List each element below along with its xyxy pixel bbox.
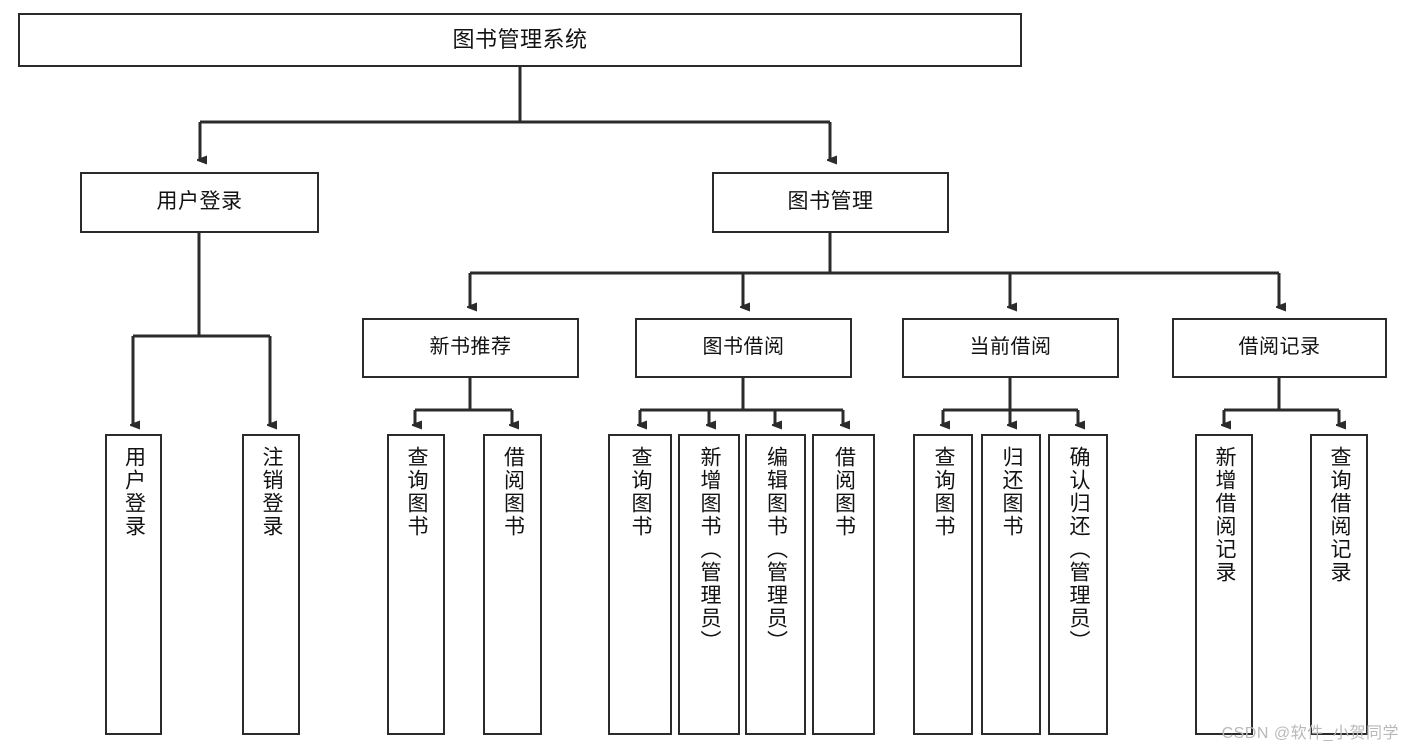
leaf-label: 用户登录 xyxy=(122,446,146,538)
node-borrow-record[interactable]: 借阅记录 xyxy=(1172,318,1387,378)
leaf-label: 借阅图书 xyxy=(501,446,525,538)
leaf-book-borrow-edit[interactable]: 编辑图书（管理员） xyxy=(745,434,806,735)
leaf-label: 查询借阅记录 xyxy=(1328,446,1352,584)
csdn-watermark: CSDN @软件_小贺同学 xyxy=(1221,725,1399,742)
leaf-new-book-query[interactable]: 查询图书 xyxy=(387,434,445,735)
leaf-label: 查询图书 xyxy=(405,446,429,538)
leaf-book-borrow-borrow[interactable]: 借阅图书 xyxy=(812,434,875,735)
leaf-label: 归还图书 xyxy=(1000,446,1024,538)
leaf-label: 新增借阅记录 xyxy=(1213,446,1237,584)
leaf-current-borrow-query[interactable]: 查询图书 xyxy=(913,434,973,735)
leaf-current-borrow-confirm-return[interactable]: 确认归还（管理员） xyxy=(1048,434,1108,735)
leaf-label: 查询图书 xyxy=(932,446,956,538)
node-book-management[interactable]: 图书管理 xyxy=(712,172,949,233)
node-book-borrow-label: 图书借阅 xyxy=(702,336,785,359)
node-current-borrow[interactable]: 当前借阅 xyxy=(902,318,1119,378)
leaf-new-book-borrow[interactable]: 借阅图书 xyxy=(483,434,542,735)
leaf-book-borrow-add[interactable]: 新增图书（管理员） xyxy=(678,434,740,735)
leaf-user-login-login[interactable]: 用户登录 xyxy=(105,434,162,735)
node-root-label: 图书管理系统 xyxy=(452,27,588,53)
leaf-label: 编辑图书（管理员） xyxy=(764,446,788,653)
node-user-login-label: 用户登录 xyxy=(156,190,243,214)
node-book-management-label: 图书管理 xyxy=(787,190,874,214)
leaf-user-login-logout[interactable]: 注销登录 xyxy=(242,434,300,735)
node-user-login[interactable]: 用户登录 xyxy=(80,172,319,233)
leaf-label: 新增图书（管理员） xyxy=(698,446,722,653)
node-new-book-recommend[interactable]: 新书推荐 xyxy=(362,318,579,378)
node-new-book-recommend-label: 新书推荐 xyxy=(429,336,512,359)
leaf-book-borrow-query[interactable]: 查询图书 xyxy=(608,434,672,735)
leaf-label: 注销登录 xyxy=(260,446,284,538)
node-root[interactable]: 图书管理系统 xyxy=(18,13,1022,67)
node-borrow-record-label: 借阅记录 xyxy=(1238,336,1321,359)
leaf-borrow-record-query[interactable]: 查询借阅记录 xyxy=(1310,434,1368,735)
leaf-borrow-record-add[interactable]: 新增借阅记录 xyxy=(1195,434,1253,735)
node-current-borrow-label: 当前借阅 xyxy=(969,336,1052,359)
node-book-borrow[interactable]: 图书借阅 xyxy=(635,318,852,378)
leaf-label: 借阅图书 xyxy=(832,446,856,538)
leaf-label: 查询图书 xyxy=(629,446,653,538)
leaf-label: 确认归还（管理员） xyxy=(1067,446,1091,653)
leaf-current-borrow-return[interactable]: 归还图书 xyxy=(981,434,1041,735)
